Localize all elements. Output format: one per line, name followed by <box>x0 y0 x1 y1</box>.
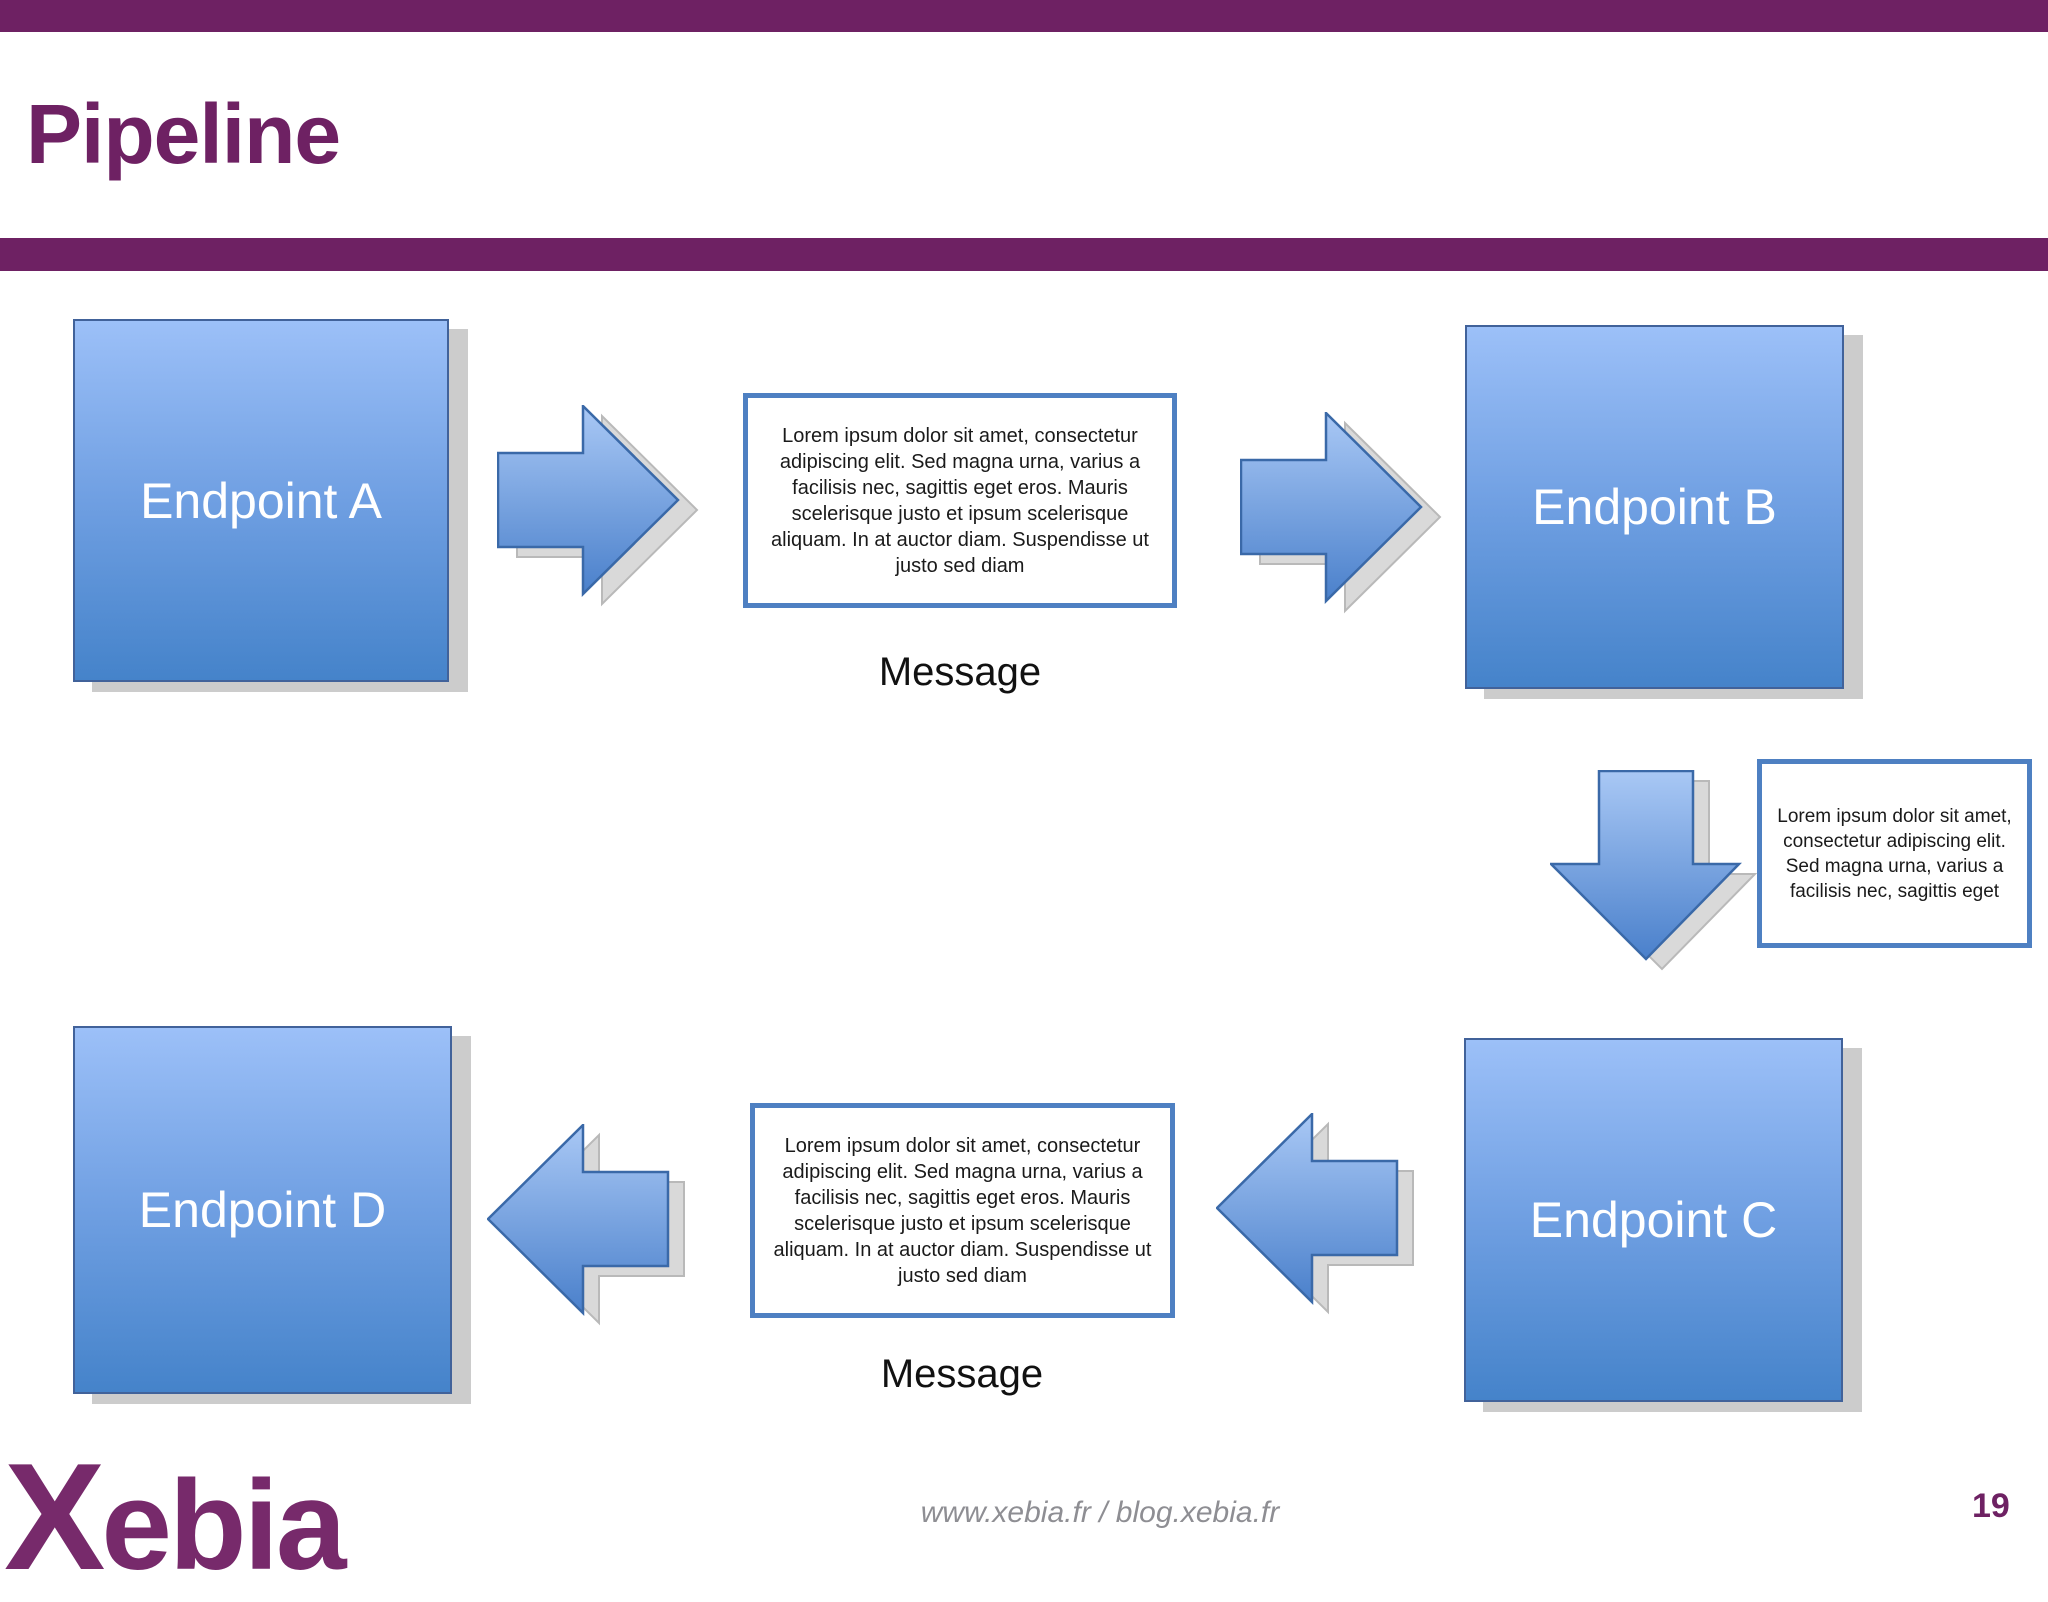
arrow-left-icon <box>487 1124 687 1326</box>
endpoint-a-label: Endpoint A <box>140 472 382 529</box>
section-divider-bar <box>0 238 2048 271</box>
endpoint-d-label: Endpoint D <box>138 1182 387 1238</box>
message-box-bottom-text: Lorem ipsum dolor sit amet, consectetur … <box>773 1134 1152 1287</box>
xebia-logo-rest: ebia <box>101 1454 346 1596</box>
message-box-side-text: Lorem ipsum dolor sit amet, consectetur … <box>1777 805 2012 902</box>
message-box-bottom: Lorem ipsum dolor sit amet, consectetur … <box>750 1103 1175 1318</box>
arrow-right-icon <box>1240 412 1445 614</box>
endpoint-b-label: Endpoint B <box>1532 479 1777 535</box>
footer-url: www.xebia.fr / blog.xebia.fr <box>920 1496 1280 1529</box>
slide-title: Pipeline <box>26 87 341 181</box>
arrow-down-icon <box>1550 770 1760 975</box>
top-accent-bar <box>0 0 2048 32</box>
endpoint-d-box: Endpoint D <box>73 1026 452 1394</box>
endpoint-a-box: Endpoint A <box>73 319 449 682</box>
message-box-top-text: Lorem ipsum dolor sit amet, consectetur … <box>771 424 1149 577</box>
arrow-right-icon <box>497 405 702 607</box>
message-label-bottom: Message <box>880 1352 1044 1396</box>
xebia-logo-x: X <box>4 1432 105 1602</box>
endpoint-b-box: Endpoint B <box>1465 325 1844 689</box>
message-box-side: Lorem ipsum dolor sit amet, consectetur … <box>1757 759 2032 948</box>
endpoint-c-box: Endpoint C <box>1464 1038 1843 1402</box>
message-label-top: Message <box>878 650 1042 694</box>
endpoint-c-label: Endpoint C <box>1529 1192 1778 1248</box>
page-number: 19 <box>1972 1487 2010 1525</box>
message-box-top: Lorem ipsum dolor sit amet, consectetur … <box>743 393 1177 608</box>
arrow-left-icon <box>1216 1113 1416 1315</box>
